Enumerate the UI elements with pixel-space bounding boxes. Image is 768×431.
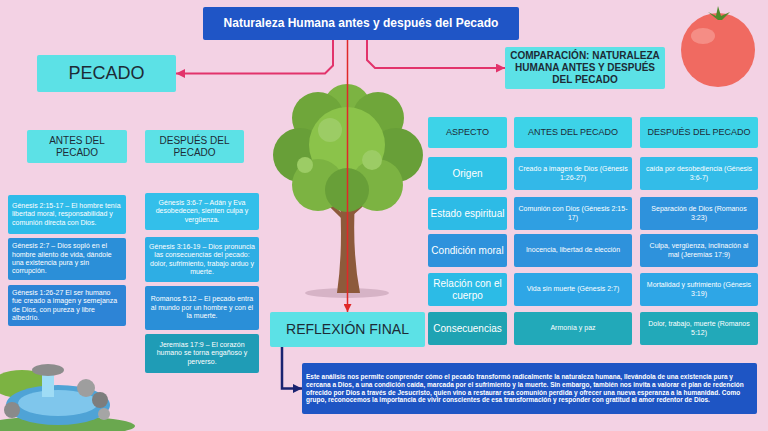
title-box: Naturaleza Humana antes y después del Pe… <box>203 7 519 40</box>
box-text: caída por desobediencia (Génesis 3:6-7) <box>644 165 754 182</box>
box-text: Relación con el cuerpo <box>430 278 505 302</box>
verse-box: Génesis 3:6-7 – Adán y Eva desobedecen, … <box>145 193 259 230</box>
box-text: Jeremías 17:9 – El corazón humano se tor… <box>149 341 255 366</box>
table-header: ASPECTO <box>428 117 507 148</box>
table-cell: Separación de Dios (Romanos 3:23) <box>640 197 758 230</box>
box-text: Dolor, trabajo, muerte (Romanos 5:12) <box>644 320 754 337</box>
verse-box: Génesis 2:15-17 – El hombre tenía libert… <box>8 195 126 234</box>
box-text: Armonía y paz <box>518 324 628 332</box>
pond-illustration-part <box>4 402 20 418</box>
table-cell: Consecuencias <box>428 312 507 345</box>
table-cell: Vida sin muerte (Génesis 2:7) <box>514 273 632 306</box>
table-cell: Mortalidad y sufrimiento (Génesis 3:19) <box>640 273 758 306</box>
box-text: Origen <box>430 168 505 180</box>
table-cell: Estado espiritual <box>428 197 507 230</box>
box-text: Génesis 1:26-27 El ser humano fue creado… <box>12 289 122 323</box>
box-text: Génesis 3:16-19 – Dios pronuncia las con… <box>149 243 255 277</box>
box-text: DESPUÉS DEL PECADO <box>149 135 240 159</box>
box-text: Inocencia, libertad de elección <box>518 246 628 254</box>
tomato-illustration <box>681 6 755 87</box>
connector-arrow <box>176 40 333 74</box>
box-text: COMPARACIÓN: NATURALEZA HUMANA ANTES Y D… <box>509 50 661 86</box>
table-cell: Culpa, vergüenza, inclinación al mal (Je… <box>640 234 758 267</box>
verse-box: Génesis 1:26-27 El ser humano fue creado… <box>8 285 126 326</box>
box-text: Creado a imagen de Dios (Génesis 1:26-27… <box>518 165 628 182</box>
table-cell: caída por desobediencia (Génesis 3:6-7) <box>640 157 758 190</box>
box-text: Estado espiritual <box>430 208 505 220</box>
verse-box: Génesis 3:16-19 – Dios pronuncia las con… <box>145 237 259 282</box>
column-heading: ANTES DEL PECADO <box>27 130 127 163</box>
tree-illustration-part <box>297 157 313 173</box>
table-cell: Condición moral <box>428 234 507 267</box>
pond-illustration-part <box>98 408 110 420</box>
box-text: Comunión con Dios (Génesis 2:15-17) <box>518 205 628 222</box>
heading-box: COMPARACIÓN: NATURALEZA HUMANA ANTES Y D… <box>505 47 665 89</box>
pond-illustration-part <box>32 364 64 376</box>
box-text: ANTES DEL PECADO <box>518 127 628 138</box>
table-cell: Armonía y paz <box>514 312 632 345</box>
box-text: ASPECTO <box>432 127 503 138</box>
tree-illustration-part <box>362 150 382 170</box>
box-text: Culpa, vergüenza, inclinación al mal (Je… <box>644 242 754 259</box>
box-text: PECADO <box>41 63 172 85</box>
table-cell: Relación con el cuerpo <box>428 273 507 306</box>
box-text: Génesis 3:6-7 – Adán y Eva desobedecen, … <box>149 199 255 224</box>
connector-arrow <box>347 40 349 312</box>
box-text: Este análisis nos permite comprender cóm… <box>306 373 753 404</box>
table-header: DESPUÉS DEL PECADO <box>640 117 758 148</box>
verse-box: Romanos 5:12 – El pecado entra al mundo … <box>145 286 259 330</box>
table-cell: Inocencia, libertad de elección <box>514 234 632 267</box>
heading-box: REFLEXIÓN FINAL <box>270 312 425 347</box>
box-text: Consecuencias <box>430 323 505 335</box>
table-cell: Comunión con Dios (Génesis 2:15-17) <box>514 197 632 230</box>
tree-illustration-part <box>318 118 342 142</box>
tomato-illustration-part <box>691 28 715 44</box>
verse-box: Jeremías 17:9 – El corazón humano se tor… <box>145 334 259 373</box>
box-text: Vida sin muerte (Génesis 2:7) <box>518 285 628 293</box>
table-cell: Dolor, trabajo, muerte (Romanos 5:12) <box>640 312 758 345</box>
paragraph-box: Este análisis nos permite comprender cóm… <box>302 363 757 414</box>
table-header: ANTES DEL PECADO <box>514 117 632 148</box>
box-text: Naturaleza Humana antes y después del Pe… <box>207 16 515 30</box>
box-text: Mortalidad y sufrimiento (Génesis 3:19) <box>644 281 754 298</box>
box-text: Romanos 5:12 – El pecado entra al mundo … <box>149 295 255 320</box>
table-cell: Creado a imagen de Dios (Génesis 1:26-27… <box>514 157 632 190</box>
column-heading: DESPUÉS DEL PECADO <box>145 130 244 163</box>
heading-box: PECADO <box>37 55 176 92</box>
box-text: REFLEXIÓN FINAL <box>274 321 421 338</box>
pond-illustration-part <box>77 379 95 397</box>
verse-box: Génesis 2:7 – Dios sopló en el hombre al… <box>8 238 126 280</box>
pond-illustration <box>0 364 135 431</box>
tomato-illustration-part <box>681 13 755 87</box>
box-text: Separación de Dios (Romanos 3:23) <box>644 205 754 222</box>
box-text: ANTES DEL PECADO <box>31 135 123 159</box>
connector-arrow <box>282 347 302 389</box>
pond-illustration-part <box>92 392 108 408</box>
box-text: Condición moral <box>430 245 505 257</box>
tomato-illustration-part <box>708 6 730 20</box>
box-text: Génesis 2:15-17 – El hombre tenía libert… <box>12 202 122 227</box>
box-text: DESPUÉS DEL PECADO <box>644 127 754 138</box>
box-text: Génesis 2:7 – Dios sopló en el hombre al… <box>12 242 122 276</box>
connector-arrow <box>367 40 505 68</box>
table-cell: Origen <box>428 157 507 190</box>
